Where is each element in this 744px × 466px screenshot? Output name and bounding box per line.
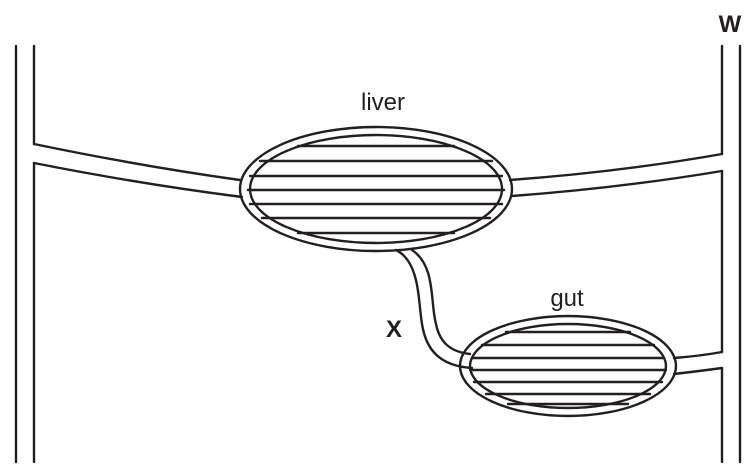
vessel-x	[396, 250, 472, 368]
vessel-gut-to-w	[674, 352, 722, 374]
vessel-to-liver	[34, 144, 242, 197]
gut-label: gut	[550, 285, 584, 312]
vessel-x-label: X	[386, 316, 402, 343]
right-main-vessel-w	[722, 46, 740, 462]
liver-label: liver	[361, 89, 405, 116]
gut-organ	[460, 316, 676, 416]
vessel-liver-to-w	[510, 154, 722, 196]
vessel-w-label: W	[719, 11, 742, 38]
left-main-vessel	[16, 46, 34, 462]
liver-organ	[240, 127, 512, 251]
